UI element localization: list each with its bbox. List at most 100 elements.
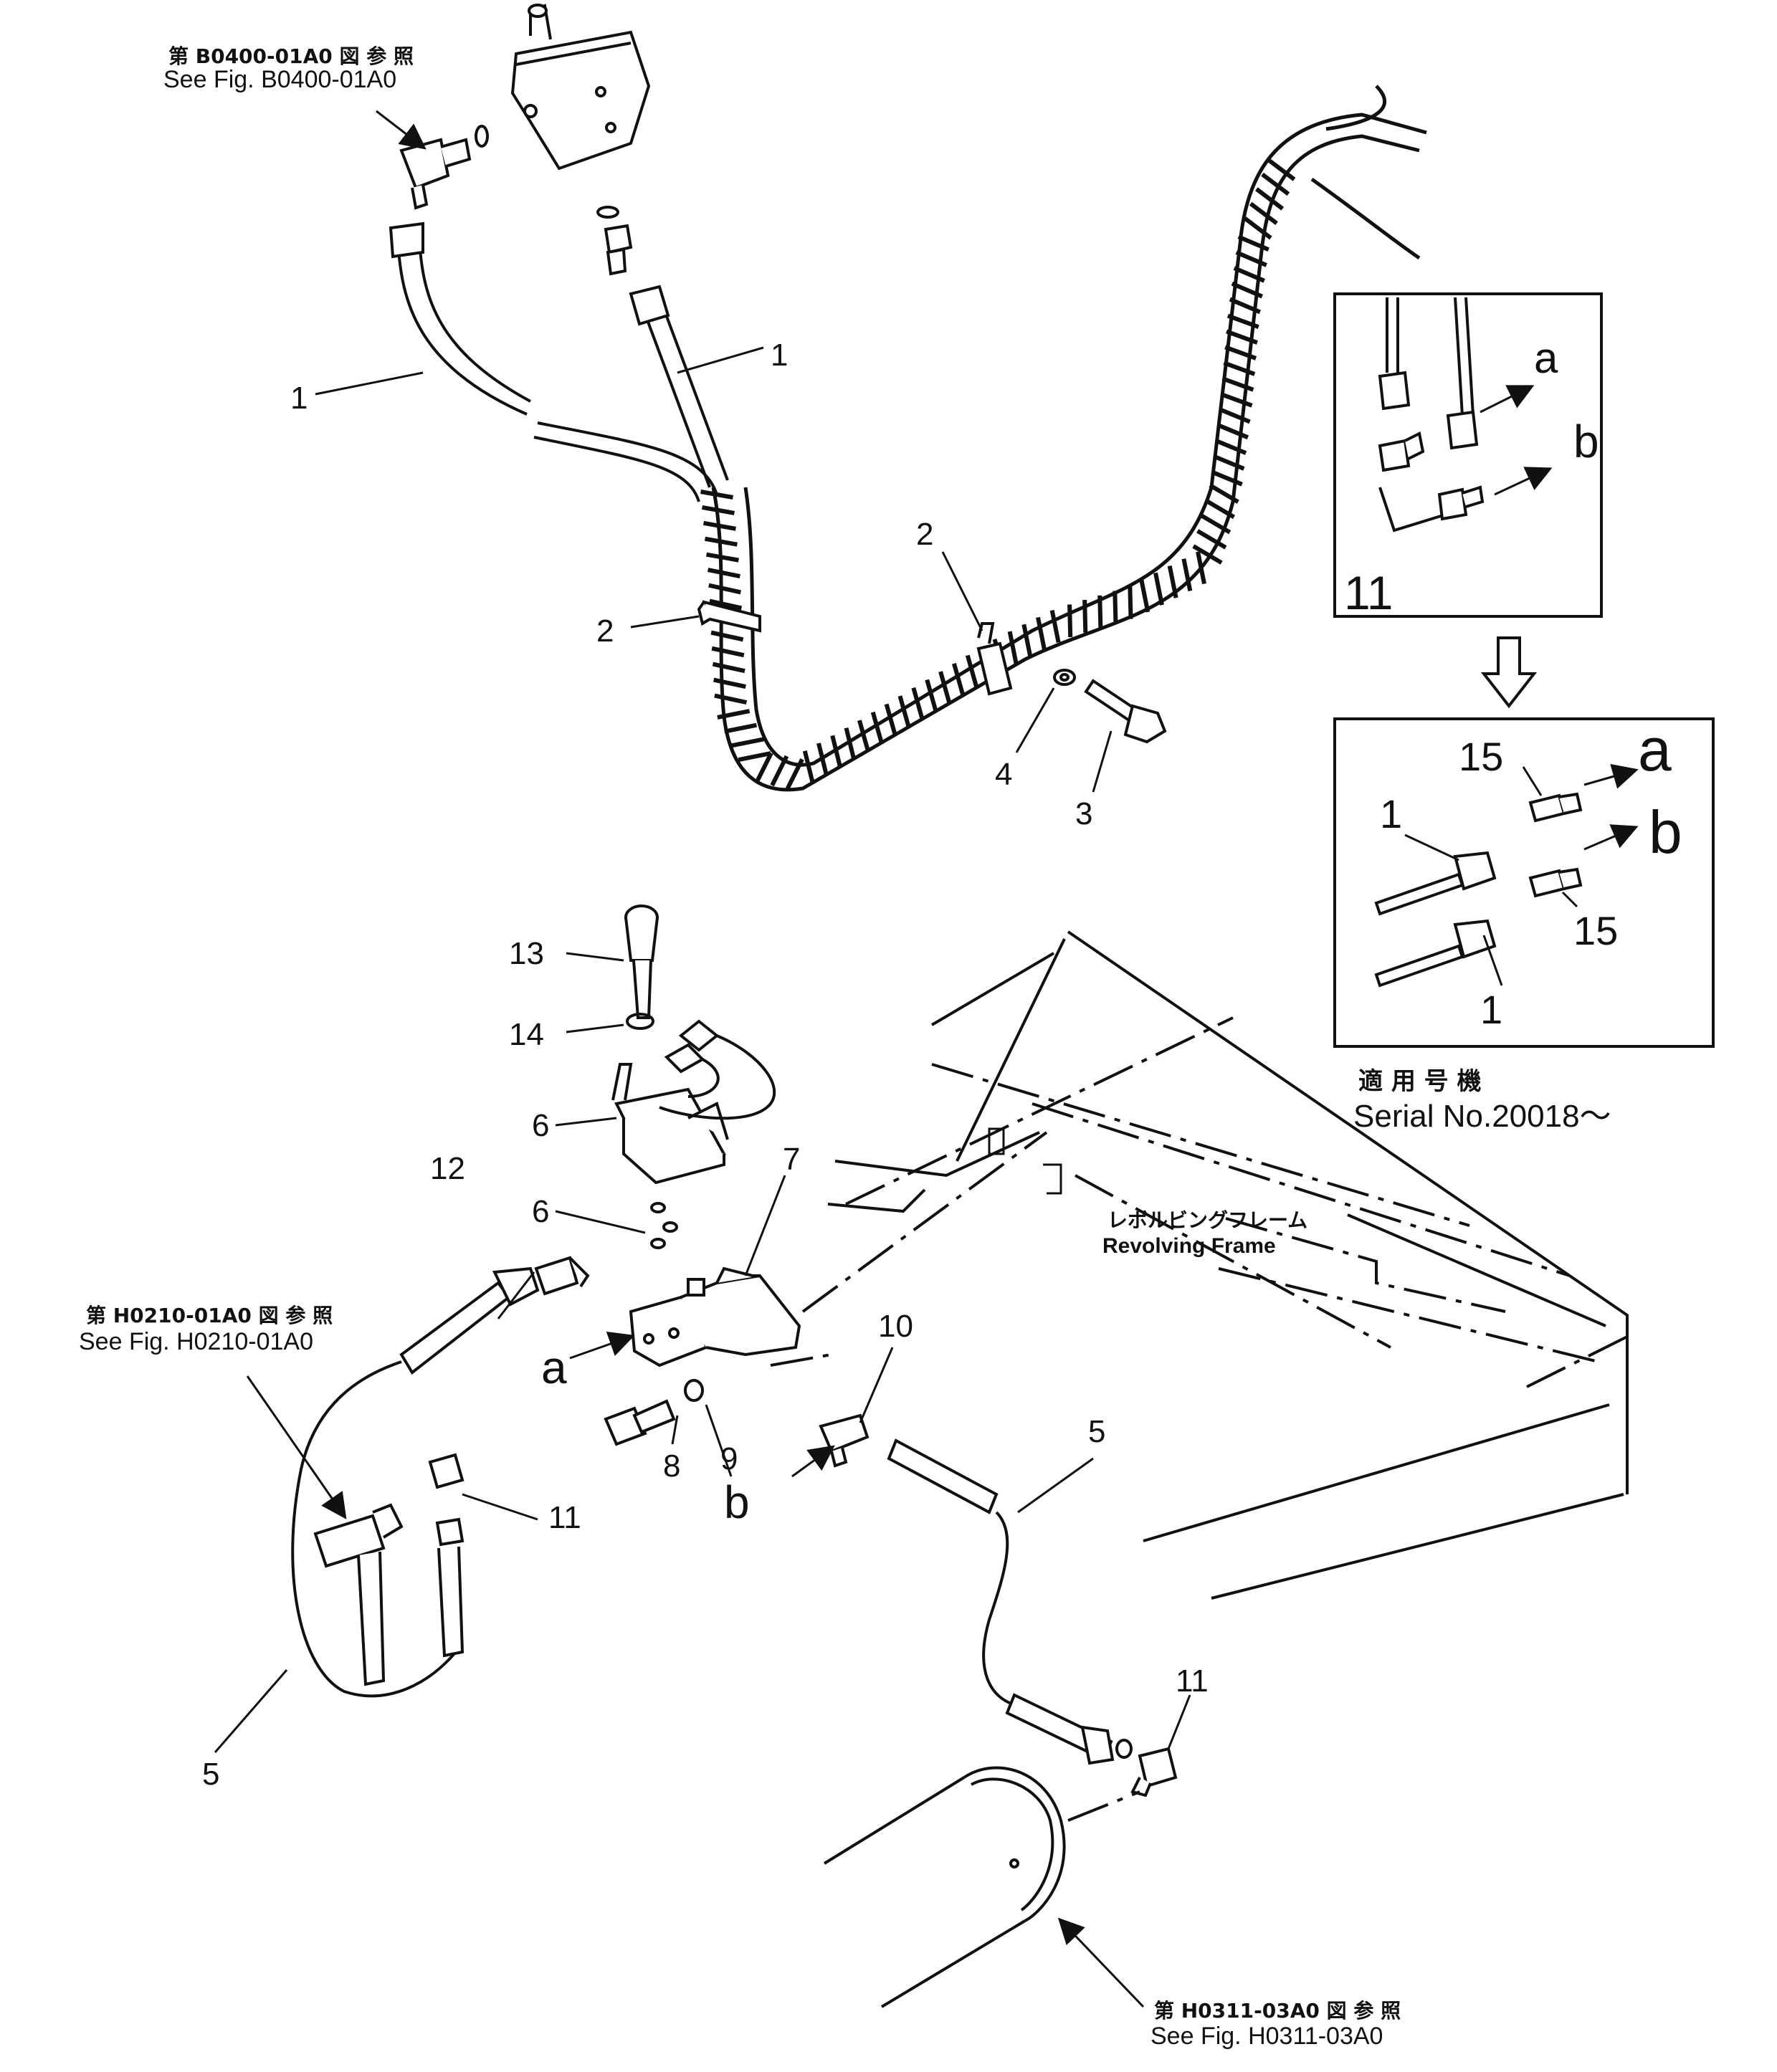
spiral-wrap-stripe	[708, 583, 741, 595]
washer-14	[626, 1013, 654, 1030]
spiral-wrap-stripe	[738, 751, 771, 762]
spiral-wrap-stripe	[830, 735, 843, 768]
spiral-wrap-stripe	[1007, 631, 1019, 664]
spiral-wrap-stripe	[1235, 250, 1267, 267]
ref-b0400-en: See Fig. B0400-01A0	[163, 66, 396, 93]
ref-b0400: 第 B0400-01A0 図 参 照 See Fig. B0400-01A0	[163, 44, 414, 93]
callout-15: 15	[1459, 734, 1503, 779]
callout-6: 6	[532, 1194, 549, 1229]
spiral-wrap-stripe	[730, 737, 764, 748]
serial-number-label: 適 用 号 機 Serial No.20018～	[1353, 1067, 1611, 1134]
tee-fitting-10	[819, 1413, 870, 1468]
spiral-wrap-stripe	[1229, 297, 1262, 315]
spiral-wrap-stripe	[785, 758, 804, 790]
spiral-wrap-stripe	[1067, 604, 1073, 638]
spiral-wrap-stripe	[1223, 361, 1256, 376]
spiral-wrap-stripe	[712, 662, 745, 674]
callout-11: 11	[1344, 566, 1394, 619]
spiral-wrap-stripe	[1200, 513, 1231, 535]
spiral-wrap-stripe	[884, 703, 897, 737]
spiral-wrap-stripe	[1221, 376, 1254, 392]
callout-4: 4	[995, 757, 1012, 792]
spiral-wrap-stripe	[700, 490, 733, 500]
ref-h0210: 第 H0210-01A0 図 参 照 See Fig. H0210-01A0	[79, 1304, 333, 1355]
hose-5-left	[291, 1266, 540, 1698]
spiral-wrap-stripe	[709, 598, 743, 611]
callout-11: 11	[548, 1500, 581, 1535]
callout-numbers: 1 1 1 1 2 2 3 4 5 5 6 6 7 8 9 10 11 11 1…	[202, 334, 1682, 1792]
elbow-fitting-11-bottom	[1130, 1747, 1178, 1798]
frame-label-jp: レボルビングフレーム	[1107, 1208, 1307, 1232]
spiral-wrap-stripe	[754, 752, 773, 783]
callout-5: 5	[202, 1757, 219, 1792]
port-b-label: b	[1649, 798, 1682, 866]
callout-11: 11	[1176, 1663, 1209, 1699]
spiral-wrap-stripe	[925, 679, 938, 712]
spiral-wrap-stripe	[965, 654, 979, 688]
spiral-wrap-stripe	[1214, 438, 1247, 455]
spiral-wrap-stripe	[710, 630, 744, 642]
spiral-wrap-stripe	[1153, 572, 1164, 606]
spiral-wrap-stripe	[1209, 483, 1239, 504]
port-b-label: b	[724, 1476, 750, 1528]
spiral-wrap-stripe	[1139, 579, 1150, 613]
spiral-wrap-stripe	[704, 536, 738, 547]
callout-12: 12	[430, 1151, 465, 1186]
inset-lower-parts	[1374, 792, 1583, 988]
spiral-wrap-stripe	[1249, 201, 1278, 225]
spiral-wrap-stripe	[1231, 282, 1263, 299]
callout-3: 3	[1075, 796, 1092, 831]
spiral-wrap-stripe	[1213, 454, 1245, 471]
revolving-frame-label: レボルビングフレーム Revolving Frame	[1102, 1208, 1307, 1258]
spiral-wrap-stripe	[1196, 551, 1206, 585]
spiral-wrap-stripe	[952, 662, 966, 696]
o-rings-6	[650, 1202, 678, 1249]
callout-2: 2	[916, 517, 933, 552]
spiral-wrap-stripe	[1036, 616, 1047, 650]
hose-1-right	[629, 285, 729, 488]
callout-6: 6	[532, 1108, 549, 1143]
spiral-wrap-stripe	[802, 750, 815, 783]
port-a-label: a	[1534, 334, 1558, 382]
leader-lines	[214, 110, 1639, 2008]
bolt-3	[1084, 679, 1167, 744]
callout-1: 1	[1480, 987, 1502, 1032]
spiral-wrap-stripe	[1255, 187, 1285, 211]
port-b-label: b	[1573, 416, 1599, 467]
control-valve	[510, 4, 651, 171]
spiral-wrap-stripe	[844, 727, 857, 760]
inset-upper-parts	[1378, 297, 1485, 533]
callout-2: 2	[596, 614, 614, 649]
inset-box-upper	[1333, 292, 1603, 618]
solenoid-valve-6	[611, 1019, 776, 1185]
washer-9	[684, 1379, 704, 1402]
spiral-wrap-stripe	[1243, 216, 1272, 240]
spiral-wrap-stripe	[708, 568, 740, 578]
spiral-wrap-stripe	[1219, 407, 1251, 424]
spiral-wrap-stripe	[714, 693, 748, 705]
ref-h0210-jp: 第 H0210-01A0 図 参 照	[86, 1304, 333, 1327]
fittings-left-bottom	[313, 1453, 465, 1686]
washer-4	[1053, 669, 1076, 686]
spiral-wrap-stripe	[870, 711, 884, 745]
callout-13: 13	[509, 936, 544, 971]
down-arrow-icon	[1480, 636, 1538, 709]
spiral-wrap-stripe	[717, 709, 751, 720]
callout-10: 10	[878, 1309, 913, 1344]
callout-5: 5	[1088, 1414, 1105, 1449]
spiral-wrap-stripe	[1237, 234, 1269, 252]
clamp-2-left	[697, 600, 761, 633]
spiral-wrap-stripe	[911, 687, 925, 720]
bracket-7-and-block	[629, 1266, 801, 1367]
spiral-wrap-stripe	[938, 671, 952, 704]
bolt-13	[624, 904, 659, 1019]
hydraulic-cylinder	[823, 1766, 1140, 2008]
spiral-wrap-stripe	[897, 695, 911, 728]
spiral-wrap-stripe	[1233, 266, 1265, 283]
callout-1: 1	[771, 338, 788, 373]
elbow-fitting-top-left	[399, 138, 472, 210]
spiral-wrap-stripe	[713, 677, 746, 689]
spiral-wrap-stripe	[1192, 544, 1223, 565]
spiral-wrap-stripe	[857, 720, 871, 753]
